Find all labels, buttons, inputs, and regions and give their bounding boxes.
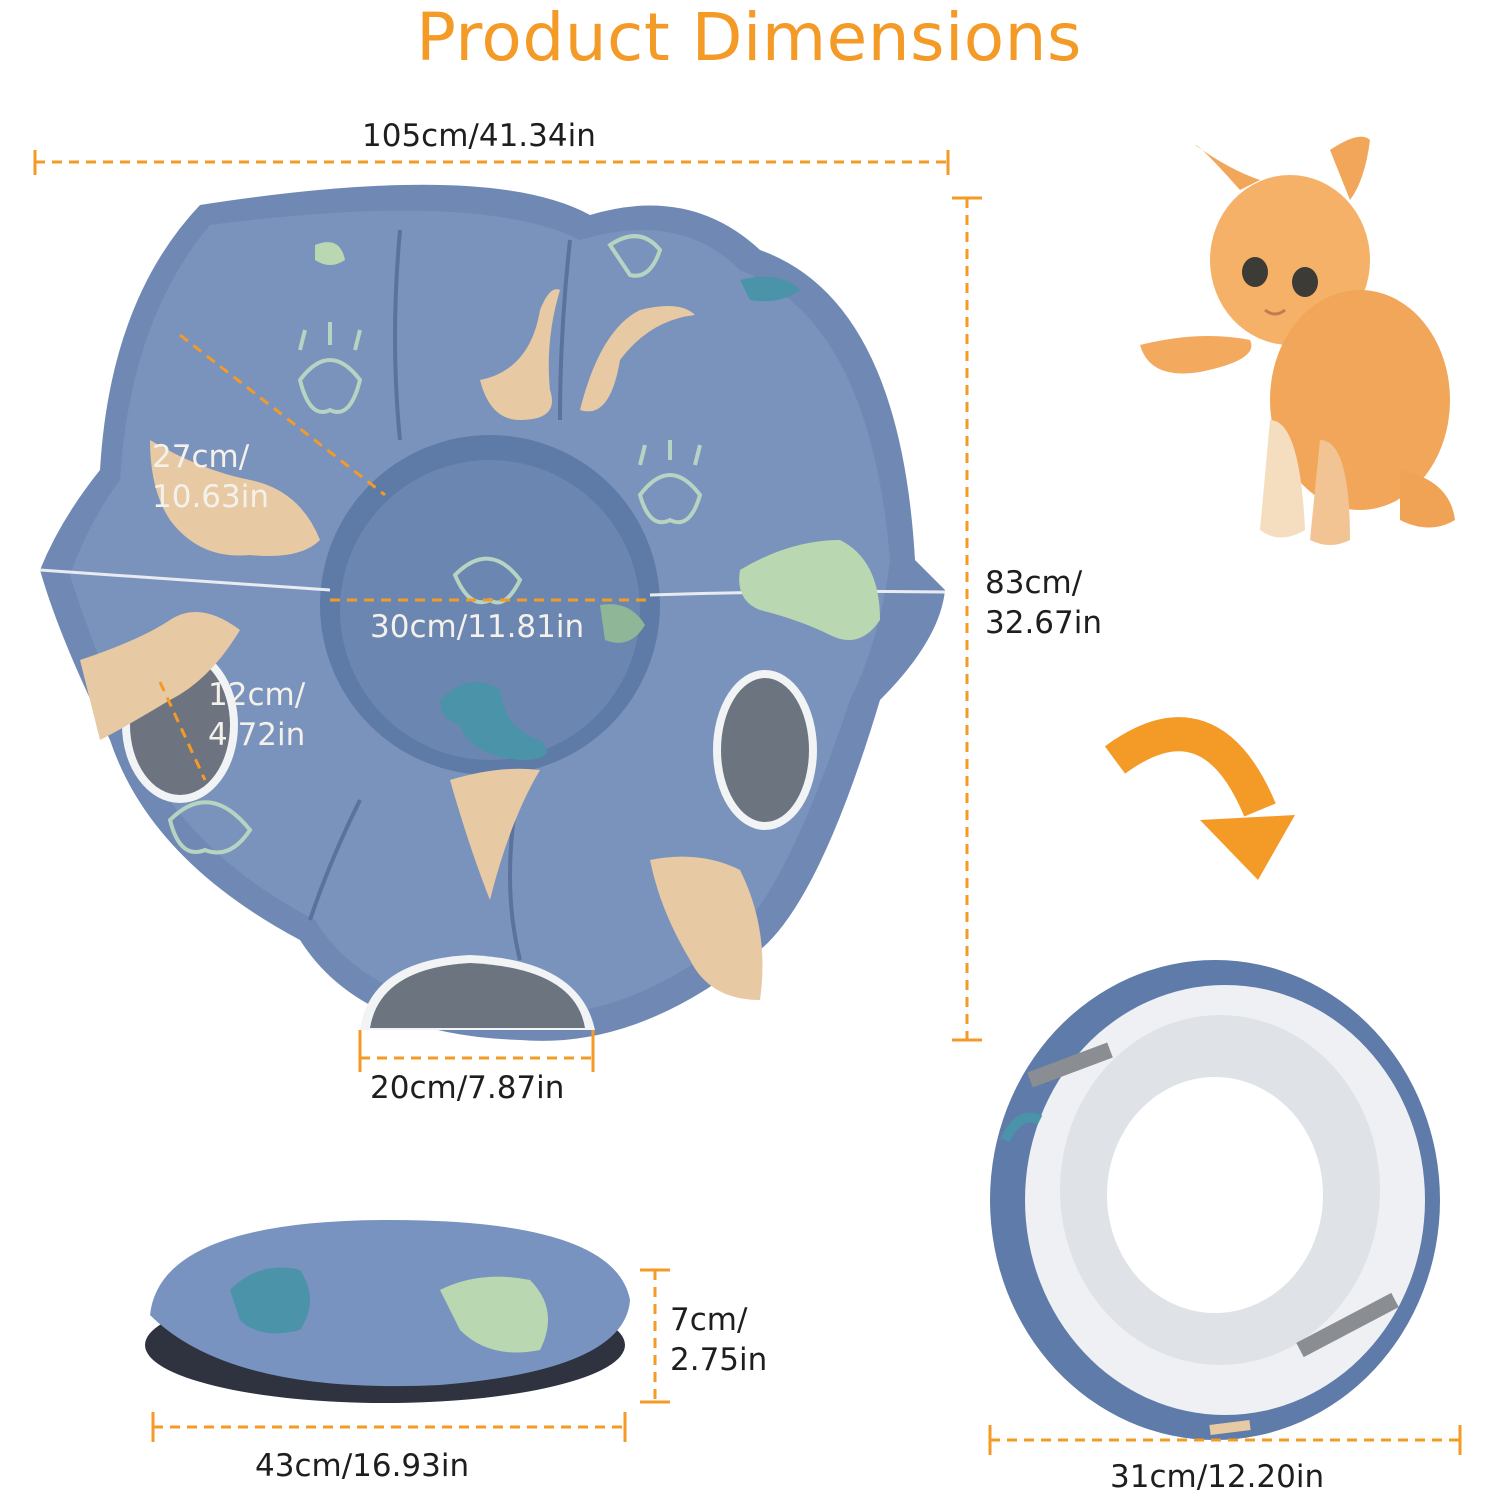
folded-tunnel-image <box>990 960 1440 1440</box>
side-hole-line2: 4.72in <box>208 717 306 753</box>
side-hole-label: 12cm/ 4.72in <box>208 675 305 755</box>
folded-width-label: 31cm/12.20in <box>1110 1459 1325 1495</box>
total-height-label: 83cm/ 32.67in <box>985 563 1102 643</box>
inner-opening-label: 30cm/11.81in <box>370 609 585 645</box>
dimension-lines <box>33 150 1462 1455</box>
tube-diameter-label: 27cm/ 10.63in <box>152 437 269 517</box>
side-hole-line1: 12cm/ <box>208 677 306 713</box>
cushion-image <box>145 1220 630 1403</box>
page-title: Product Dimensions <box>416 0 1082 76</box>
total-height-line1: 83cm/ <box>985 565 1083 601</box>
tube-diameter-line1: 27cm/ <box>152 439 250 475</box>
cushion-width-label: 43cm/16.93in <box>255 1448 470 1484</box>
total-width-label: 105cm/41.34in <box>362 118 596 154</box>
tube-diameter-line2: 10.63in <box>152 479 270 515</box>
cushion-height-line2: 2.75in <box>670 1342 768 1378</box>
donut-tunnel <box>39 184 946 1041</box>
cushion-height-label: 7cm/ 2.75in <box>670 1300 767 1380</box>
kitten-image <box>1140 136 1455 545</box>
cushion-height-line1: 7cm/ <box>670 1302 748 1338</box>
bottom-opening-label: 20cm/7.87in <box>370 1070 565 1106</box>
total-height-line2: 32.67in <box>985 605 1103 641</box>
curved-arrow-icon <box>1104 717 1295 880</box>
